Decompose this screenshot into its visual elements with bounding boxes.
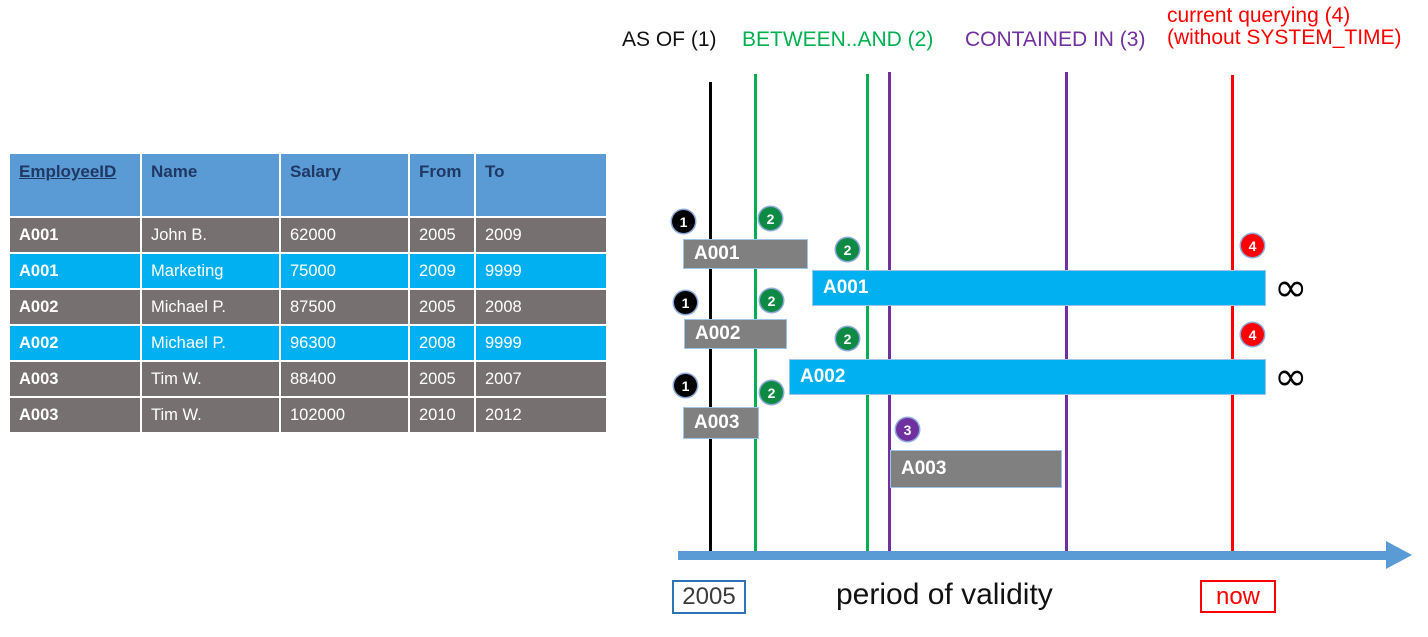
column-header-salary[interactable]: Salary <box>281 154 408 216</box>
cell-employeeid: A002 <box>10 326 140 360</box>
query-line-between-end <box>866 74 869 556</box>
infinity-icon-a002: ∞ <box>1274 354 1308 400</box>
column-header-employeeid[interactable]: EmployeeID <box>10 154 140 216</box>
cell-salary: 75000 <box>281 254 408 288</box>
query-line-contained-end <box>1065 72 1068 556</box>
legend-current-querying: current querying (4) (without SYSTEM_TIM… <box>1167 4 1402 50</box>
cell-from: 2008 <box>410 326 474 360</box>
table-row[interactable]: A001 John B. 62000 2005 2009 <box>10 218 606 252</box>
cell-name: Tim W. <box>142 362 279 396</box>
axis-end-label[interactable]: now <box>1200 580 1276 613</box>
timeline-bar-a002-historical[interactable]: A002 <box>684 319 787 349</box>
column-header-name[interactable]: Name <box>142 154 279 216</box>
cell-from: 2010 <box>410 398 474 432</box>
cell-salary: 96300 <box>281 326 408 360</box>
query-line-between-start <box>754 74 757 556</box>
axis-start-label[interactable]: 2005 <box>672 580 746 614</box>
cell-to: 2009 <box>476 218 606 252</box>
table-row[interactable]: A001 Marketing 75000 2009 9999 <box>10 254 606 288</box>
cell-salary: 88400 <box>281 362 408 396</box>
cell-employeeid: A003 <box>10 362 140 396</box>
cell-to: 9999 <box>476 254 606 288</box>
legend-current-querying-line2: (without SYSTEM_TIME) <box>1167 26 1402 50</box>
cell-name: John B. <box>142 218 279 252</box>
badge-between-a001-cyan[interactable]: 2 <box>836 238 859 261</box>
infinity-icon-a001: ∞ <box>1274 265 1308 311</box>
cell-salary: 102000 <box>281 398 408 432</box>
badge-between-a002-gray[interactable]: 2 <box>760 289 783 312</box>
column-header-from-label: From <box>419 162 462 181</box>
cell-salary: 62000 <box>281 218 408 252</box>
query-line-now <box>1231 75 1234 556</box>
legend-current-querying-line1: current querying (4) <box>1167 4 1351 27</box>
timeline-bar-a001-current[interactable]: A001 <box>812 270 1266 306</box>
cell-to: 2012 <box>476 398 606 432</box>
badge-now-a001[interactable]: 4 <box>1241 234 1264 257</box>
cell-name: Marketing <box>142 254 279 288</box>
timeline-bar-a003-second[interactable]: A003 <box>890 450 1062 488</box>
axis-caption: period of validity <box>836 578 1053 611</box>
table-header-row: EmployeeID Name Salary From To <box>10 154 606 216</box>
timeline-axis <box>678 551 1390 560</box>
employee-table: EmployeeID Name Salary From To A001 John… <box>8 152 608 434</box>
timeline-axis-arrow-icon <box>1386 541 1412 569</box>
column-header-from[interactable]: From <box>410 154 474 216</box>
table-row[interactable]: A002 Michael P. 87500 2005 2008 <box>10 290 606 324</box>
cell-name: Tim W. <box>142 398 279 432</box>
cell-employeeid: A002 <box>10 290 140 324</box>
column-header-salary-label: Salary <box>290 162 342 181</box>
timeline-bar-a002-current[interactable]: A002 <box>789 359 1266 395</box>
badge-as-of-a003[interactable]: 1 <box>674 374 697 397</box>
badge-as-of-a002[interactable]: 1 <box>674 291 697 314</box>
badge-between-a003[interactable]: 2 <box>760 381 783 404</box>
query-line-contained-start <box>888 72 891 556</box>
legend-as-of: AS OF (1) <box>622 28 717 51</box>
badge-contained-in-a003[interactable]: 3 <box>896 418 919 441</box>
cell-to: 9999 <box>476 326 606 360</box>
column-header-name-label: Name <box>151 162 198 181</box>
cell-name: Michael P. <box>142 290 279 324</box>
badge-between-a001-gray[interactable]: 2 <box>759 207 782 230</box>
timeline-bar-a001-historical[interactable]: A001 <box>683 239 808 269</box>
table-row[interactable]: A003 Tim W. 88400 2005 2007 <box>10 362 606 396</box>
cell-to: 2008 <box>476 290 606 324</box>
cell-name: Michael P. <box>142 326 279 360</box>
badge-between-a002-cyan[interactable]: 2 <box>836 327 859 350</box>
badge-now-a002[interactable]: 4 <box>1241 323 1264 346</box>
cell-from: 2005 <box>410 362 474 396</box>
badge-as-of-a001[interactable]: 1 <box>672 210 695 233</box>
cell-salary: 87500 <box>281 290 408 324</box>
legend-between-and: BETWEEN..AND (2) <box>742 28 934 51</box>
column-header-employeeid-label: EmployeeID <box>19 162 117 181</box>
table-row[interactable]: A003 Tim W. 102000 2010 2012 <box>10 398 606 432</box>
cell-employeeid: A001 <box>10 218 140 252</box>
column-header-to-label: To <box>485 162 505 181</box>
cell-employeeid: A003 <box>10 398 140 432</box>
cell-from: 2005 <box>410 290 474 324</box>
cell-from: 2005 <box>410 218 474 252</box>
cell-to: 2007 <box>476 362 606 396</box>
legend-contained-in: CONTAINED IN (3) <box>965 28 1146 51</box>
cell-from: 2009 <box>410 254 474 288</box>
timeline-bar-a003-first[interactable]: A003 <box>683 407 759 439</box>
column-header-to[interactable]: To <box>476 154 606 216</box>
table-row[interactable]: A002 Michael P. 96300 2008 9999 <box>10 326 606 360</box>
cell-employeeid: A001 <box>10 254 140 288</box>
